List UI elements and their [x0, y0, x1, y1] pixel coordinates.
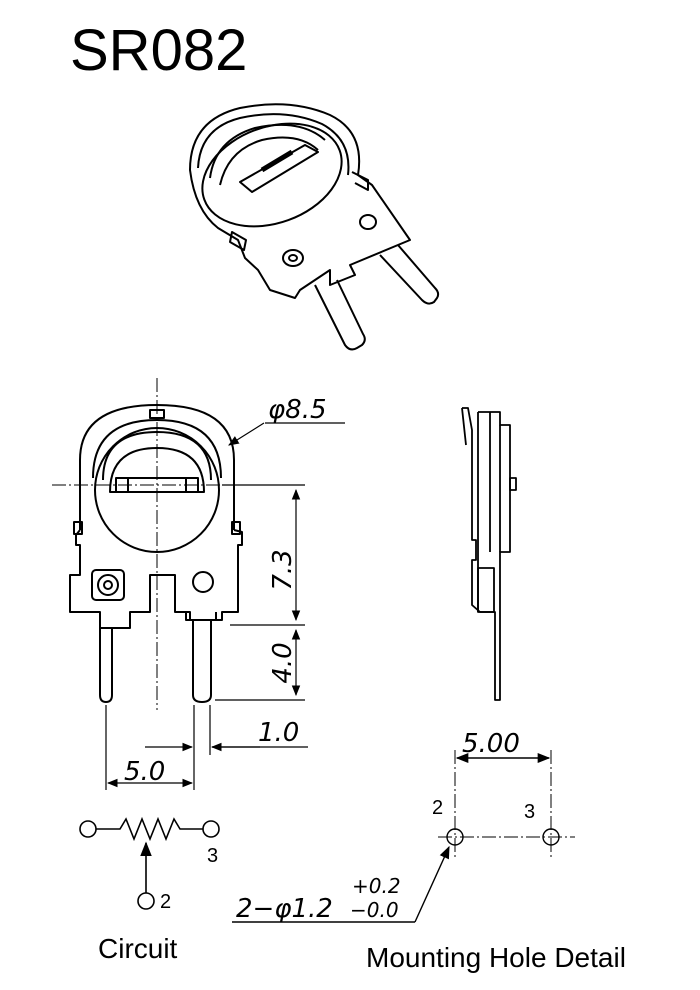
height-lower-label: 4.0 [268, 642, 298, 683]
mounting-caption: Mounting Hole Detail [366, 942, 626, 973]
circuit-caption: Circuit [98, 933, 178, 964]
hole-3-label: 3 [524, 801, 535, 823]
front-dimensions [105, 422, 345, 790]
height-upper-label: 7.3 [268, 549, 298, 590]
circuit-terminal-1 [79, 820, 97, 838]
mounting-hole-detail [232, 750, 575, 923]
tolerance-minus-label: −0.0 [350, 898, 399, 922]
side-view [461, 407, 517, 701]
circuit-pin-2-label: 2 [160, 891, 171, 913]
mounting-hole-2 [446, 828, 464, 846]
hole-spec-label: 2−φ1.2 [236, 894, 333, 924]
tolerance-plus-label: +0.2 [352, 874, 401, 898]
front-view [52, 378, 300, 710]
terminal-body [69, 529, 243, 629]
hole-pitch-label: 5.00 [462, 729, 520, 759]
hole-2-label: 2 [432, 797, 443, 819]
diameter-label: φ8.5 [268, 395, 327, 425]
circuit-terminal-3 [202, 820, 220, 838]
pin-width-label: 1.0 [258, 718, 299, 748]
part-title: SR082 [70, 18, 247, 83]
circuit-schematic [79, 816, 220, 910]
resistor-symbol [96, 816, 203, 842]
mounting-hole-3 [542, 828, 560, 846]
circuit-pin-3-label: 3 [207, 845, 218, 867]
pin-pitch-label: 5.0 [124, 757, 165, 787]
isometric-view [189, 103, 440, 351]
rotor-disk [94, 427, 220, 553]
circuit-terminal-2 [137, 892, 155, 910]
